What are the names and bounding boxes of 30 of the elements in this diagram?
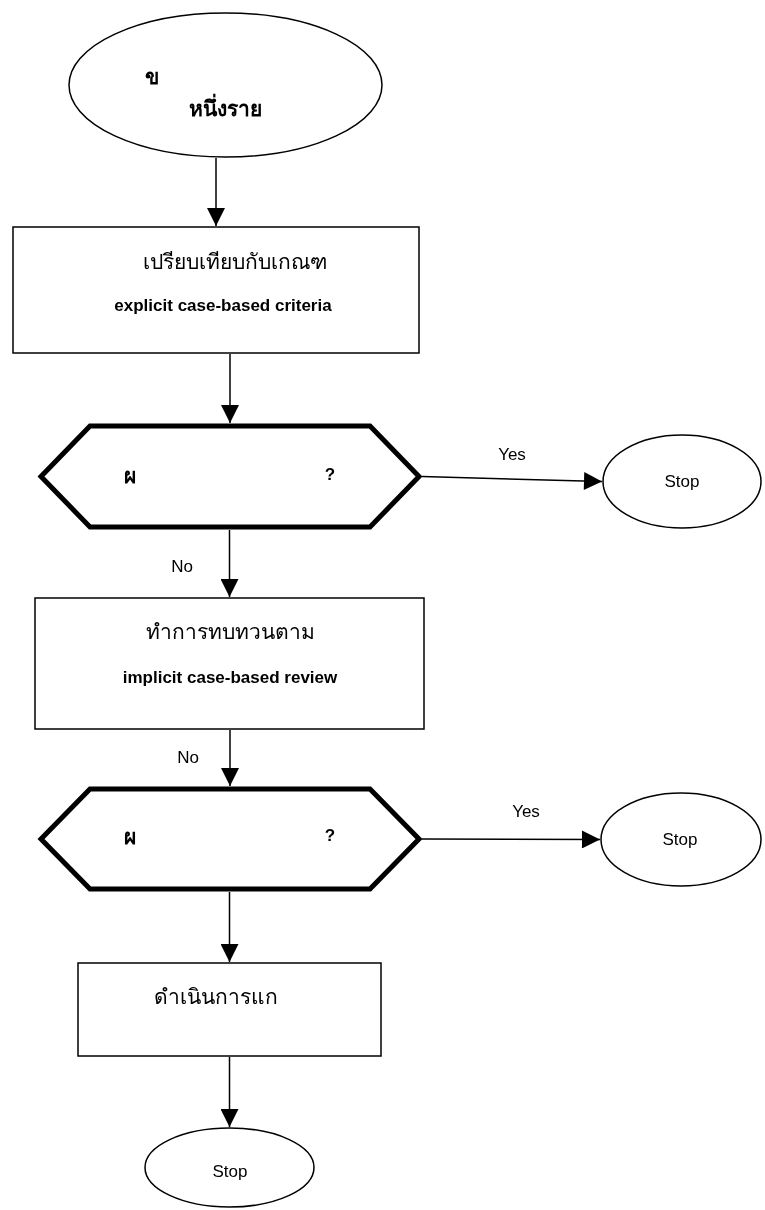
terminal-ellipse bbox=[600, 792, 762, 887]
process-box bbox=[12, 226, 420, 354]
arrow bbox=[207, 157, 225, 227]
process-box bbox=[77, 962, 382, 1057]
terminal-ellipse bbox=[144, 1127, 315, 1208]
process-box bbox=[34, 597, 425, 730]
node-text: ผ bbox=[124, 825, 136, 851]
node-text: ? bbox=[324, 464, 336, 486]
arrow bbox=[421, 830, 601, 849]
node-text: Stop bbox=[212, 1161, 248, 1183]
arrow bbox=[221, 729, 239, 787]
node-text: ดำเนินการแก bbox=[154, 985, 278, 1011]
arrow bbox=[220, 1056, 239, 1128]
node-text: explicit case-based criteria bbox=[114, 295, 332, 317]
arrow bbox=[421, 472, 603, 490]
node-text: Stop bbox=[664, 471, 700, 493]
arrow bbox=[221, 353, 239, 424]
decision-hexagon bbox=[38, 423, 422, 530]
arrow bbox=[220, 891, 239, 963]
node-text: ผ bbox=[124, 464, 136, 490]
arrow bbox=[220, 529, 239, 598]
node-text: ? bbox=[324, 825, 336, 847]
decision-hexagon bbox=[38, 786, 422, 892]
node-text: implicit case-based review bbox=[122, 667, 338, 689]
terminal-ellipse bbox=[602, 434, 762, 529]
node-text: Stop bbox=[662, 829, 698, 851]
terminal-ellipse bbox=[68, 12, 383, 158]
node-text: ทำการทบทวนตาม bbox=[145, 620, 315, 646]
node-text: เปรียบเทียบกับเกณฑ bbox=[143, 250, 327, 276]
node-text: ข bbox=[145, 65, 159, 91]
